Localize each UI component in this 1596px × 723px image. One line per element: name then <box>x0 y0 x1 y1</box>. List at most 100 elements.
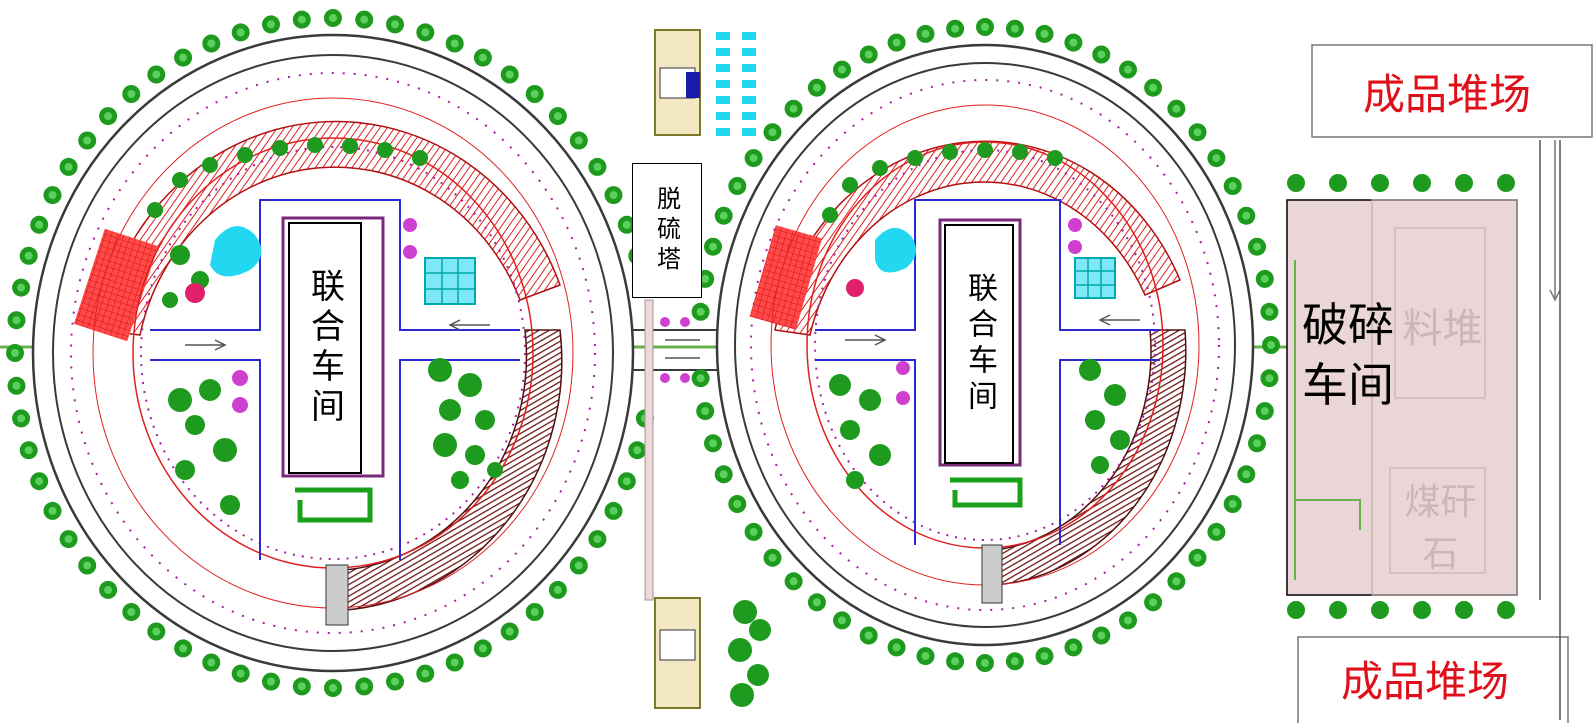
perimeter-tree <box>6 344 24 362</box>
perimeter-tree <box>784 99 803 118</box>
perimeter-tree <box>292 10 311 29</box>
perimeter-tree <box>1035 24 1054 43</box>
perimeter-tree <box>30 215 49 234</box>
perimeter-tree <box>1262 336 1280 354</box>
perimeter-tree <box>704 434 722 453</box>
perimeter-tree <box>1167 99 1186 118</box>
perimeter-tree <box>324 9 342 27</box>
perimeter-tree <box>548 107 567 126</box>
perimeter-tree <box>628 441 647 460</box>
perimeter-tree <box>833 611 851 630</box>
perimeter-tree <box>691 302 710 321</box>
perimeter-tree <box>262 672 280 691</box>
perimeter-tree <box>324 679 342 697</box>
perimeter-tree <box>202 34 221 53</box>
perimeter-tree <box>445 34 464 53</box>
perimeter-tree <box>1144 593 1163 612</box>
perimeter-tree <box>859 45 878 64</box>
perimeter-tree <box>416 23 435 42</box>
perimeter-tree <box>262 15 280 34</box>
perimeter-tree <box>784 572 803 591</box>
perimeter-tree <box>807 593 826 612</box>
perimeter-tree <box>714 465 733 484</box>
perimeter-tree <box>1167 572 1186 591</box>
perimeter-tree <box>174 48 193 67</box>
perimeter-tree <box>744 522 763 541</box>
perimeter-tree <box>416 664 435 683</box>
perimeter-tree <box>1188 123 1207 142</box>
workshop-right-label: 联合车间 <box>944 224 1014 464</box>
perimeter-tree <box>43 186 62 205</box>
perimeter-tree <box>569 556 588 575</box>
perimeter-tree <box>473 48 492 67</box>
perimeter-tree <box>445 653 464 672</box>
material-yard <box>1286 44 1593 723</box>
perimeter-tree <box>500 65 519 84</box>
perimeter-tree <box>1035 647 1054 666</box>
perimeter-tree <box>588 530 607 549</box>
perimeter-tree <box>1255 269 1274 288</box>
perimeter-tree <box>7 311 26 330</box>
perimeter-tree <box>744 149 763 168</box>
perimeter-tree <box>696 402 715 421</box>
perimeter-tree <box>202 653 221 672</box>
perimeter-tree <box>174 639 193 658</box>
perimeter-tree <box>1237 206 1256 225</box>
perimeter-tree <box>1064 33 1083 52</box>
perimeter-tree <box>704 237 722 256</box>
perimeter-tree <box>12 409 31 428</box>
perimeter-tree <box>122 85 141 103</box>
perimeter-tree <box>30 472 49 491</box>
coal-gangue-label: 煤矸石 <box>1404 482 1477 575</box>
perimeter-tree <box>976 18 994 36</box>
perimeter-tree <box>976 654 994 672</box>
perimeter-tree <box>887 638 906 657</box>
perimeter-tree <box>386 15 404 34</box>
perimeter-tree <box>604 186 623 205</box>
perimeter-tree <box>691 369 710 388</box>
perimeter-tree <box>588 157 607 176</box>
perimeter-tree <box>1207 522 1226 541</box>
perimeter-tree <box>1260 302 1279 321</box>
perimeter-tree <box>1255 402 1274 421</box>
perimeter-tree <box>1260 369 1279 388</box>
perimeter-tree <box>1248 434 1266 453</box>
perimeter-tree <box>1207 149 1226 168</box>
perimeter-tree <box>763 123 782 142</box>
perimeter-tree <box>19 441 38 460</box>
perimeter-tree <box>916 24 935 43</box>
perimeter-tree <box>525 85 544 103</box>
perimeter-tree <box>59 530 78 549</box>
perimeter-tree <box>1223 177 1242 195</box>
perimeter-tree <box>859 626 878 645</box>
perimeter-tree <box>355 10 374 29</box>
perimeter-tree <box>1005 652 1024 671</box>
perimeter-tree <box>78 556 97 575</box>
perimeter-tree <box>473 639 492 658</box>
perimeter-tree <box>12 278 31 297</box>
material-pile-label: 料堆 <box>1402 306 1483 352</box>
perimeter-tree <box>7 376 26 395</box>
stockyard-bottom-label: 成品堆场 <box>1340 656 1509 706</box>
perimeter-tree <box>1119 60 1137 79</box>
perimeter-tree <box>386 672 404 691</box>
perimeter-tree <box>355 677 374 696</box>
perimeter-tree <box>548 580 567 599</box>
perimeter-tree <box>833 60 851 79</box>
perimeter-tree <box>728 495 747 513</box>
perimeter-tree <box>617 472 636 491</box>
perimeter-tree <box>78 131 97 150</box>
desulfurization-tower-label: 脱硫塔 <box>632 163 702 298</box>
perimeter-tree <box>1005 19 1024 38</box>
perimeter-tree <box>99 580 118 599</box>
perimeter-tree <box>1144 78 1163 97</box>
perimeter-tree <box>500 622 519 641</box>
perimeter-tree <box>946 652 965 671</box>
perimeter-tree <box>231 23 250 42</box>
perimeter-tree <box>807 78 826 97</box>
perimeter-tree <box>1223 495 1242 513</box>
perimeter-tree <box>916 647 935 666</box>
perimeter-tree <box>946 19 965 38</box>
perimeter-tree <box>1119 611 1137 630</box>
perimeter-tree <box>1064 638 1083 657</box>
